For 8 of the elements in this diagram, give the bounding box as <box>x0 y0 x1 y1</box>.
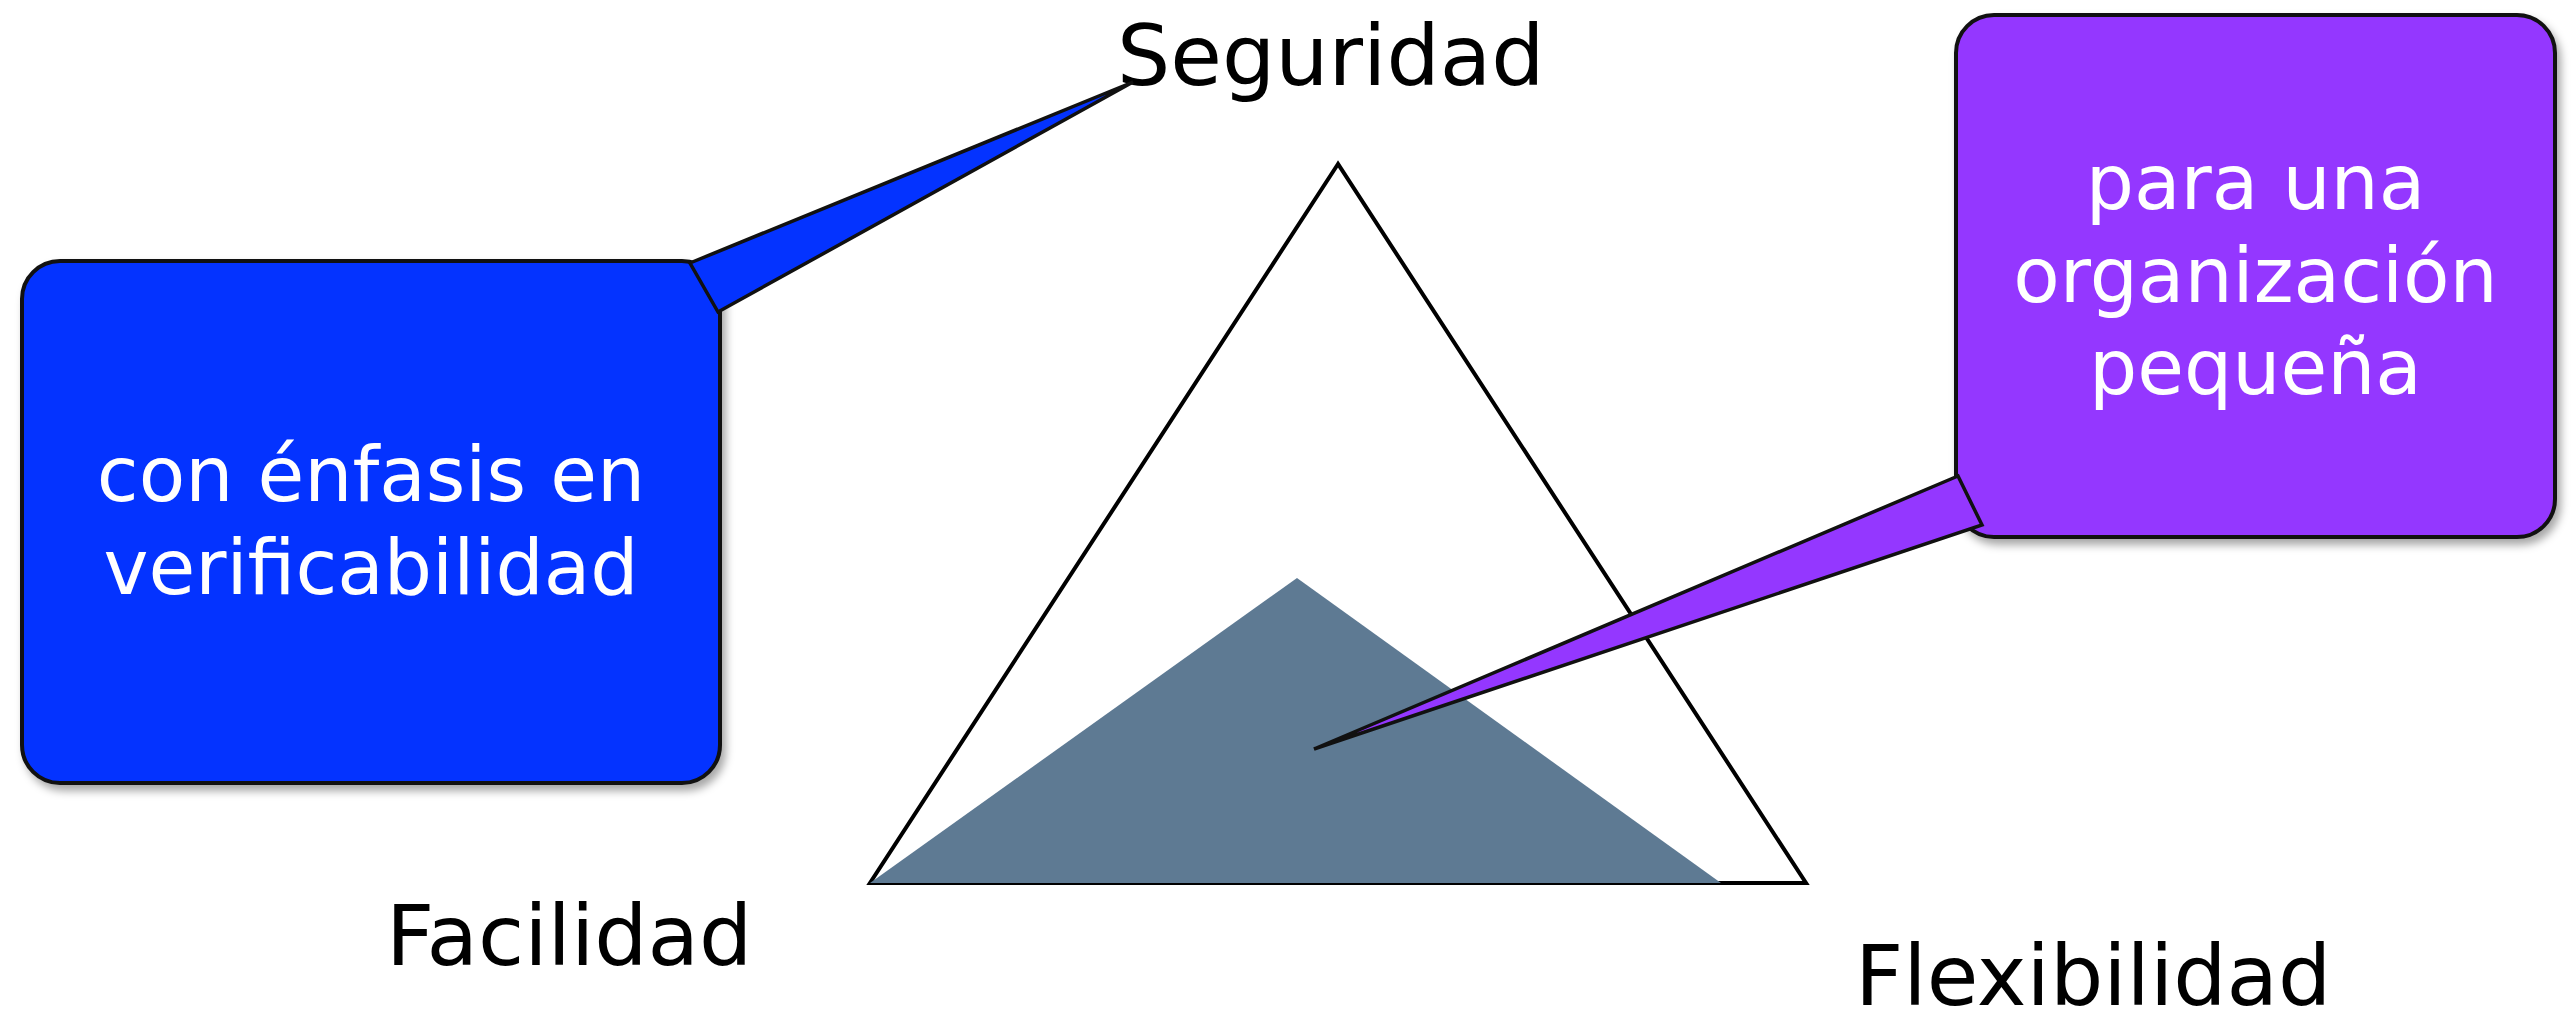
axis-label: Facilidad <box>386 890 753 983</box>
axis-label: Flexibilidad <box>1855 930 2332 1013</box>
callout-tail <box>1312 473 1985 751</box>
callout-box: con énfasis en verificabilidad <box>20 259 722 785</box>
triangle-shape <box>870 578 1721 883</box>
callout-box: para una organización pequeña <box>1954 13 2557 539</box>
callout-tail <box>687 80 1135 315</box>
axis-label: Seguridad <box>1117 10 1545 103</box>
